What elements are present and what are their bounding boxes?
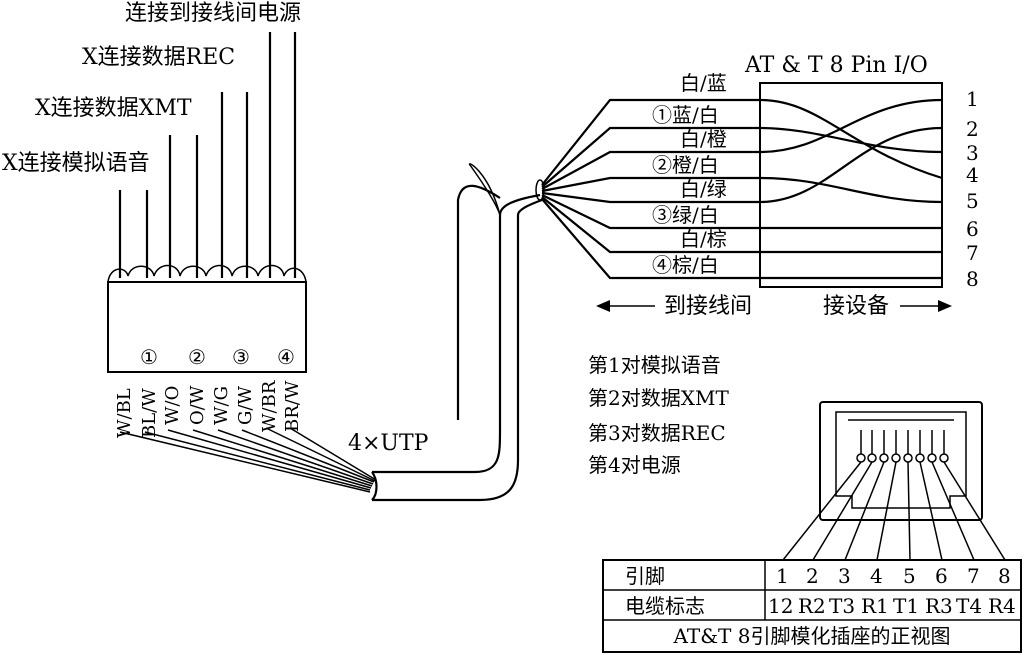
table-pin-6: 6 — [935, 564, 948, 588]
label-data-xmt: X连接数据XMT — [35, 96, 192, 121]
label-data-rec: X连接数据REC — [82, 45, 235, 70]
pair-mark-2: ② — [188, 345, 206, 369]
table-pin-2: 2 — [806, 564, 819, 588]
crossing-wires — [759, 98, 943, 280]
table-cable-mark-7: T4 — [956, 594, 982, 618]
pair-mark-1: ① — [140, 345, 158, 369]
table-cable-mark-2: R2 — [798, 594, 826, 618]
wire-code-bl-w: BL/W — [139, 388, 160, 438]
table-cable-mark-4: R1 — [861, 594, 889, 618]
table-caption: AT&T 8引脚模化插座的正视图 — [673, 624, 951, 648]
wire-code-w-g: W/G — [211, 386, 232, 425]
converging-wires — [119, 427, 377, 493]
pin-number-2: 2 — [966, 117, 979, 141]
table-pin-3: 3 — [838, 564, 851, 588]
wire-code-w-bl: W/BL — [114, 388, 135, 438]
connector-box — [759, 82, 943, 288]
cable-label: 4×UTP — [348, 431, 429, 456]
legend-pair-4: 第4对电源 — [588, 453, 681, 477]
block-bumps — [107, 264, 307, 283]
pin-number-3: 3 — [966, 141, 979, 165]
pin-number-1: 1 — [966, 87, 979, 111]
table-cable-mark-6: R3 — [925, 594, 953, 618]
wire-code-o-w: O/W — [187, 385, 208, 425]
pair-wire-brown-white: ④棕/白 — [652, 253, 719, 277]
wire-code-g-w: G/W — [235, 386, 256, 425]
connector-title: AT & T 8 Pin I/O — [744, 53, 928, 78]
table-pin-5: 5 — [903, 564, 916, 588]
pair-wire-white-blue: 白/蓝 — [680, 71, 727, 95]
label-power: 连接到接线间电源 — [125, 1, 301, 26]
pair-wire-white-brown: 白/棕 — [680, 227, 727, 251]
table-cable-mark-1: 12 — [768, 594, 793, 618]
block-vertical-wires — [118, 32, 297, 278]
pair-wire-white-orange: 白/橙 — [680, 127, 727, 151]
utp-cable — [371, 163, 545, 502]
pin-number-7: 7 — [966, 241, 979, 265]
pair-mark-3: ③ — [232, 345, 250, 369]
pin-number-6: 6 — [966, 217, 979, 241]
pair-wire-white-green: 白/绿 — [680, 177, 727, 201]
legend-pair-1: 第1对模拟语音 — [588, 353, 721, 377]
table-row1-label: 引脚 — [625, 564, 665, 588]
pin-table — [602, 559, 1022, 653]
pair-wire-green-white: ③绿/白 — [652, 203, 719, 227]
direction-to-equipment: 接设备 — [823, 294, 889, 319]
fanout-wires — [541, 98, 760, 280]
connection-block — [107, 281, 307, 373]
pin-number-4: 4 — [966, 163, 979, 187]
direction-to-closet: 到接线间 — [664, 294, 752, 319]
pair-wire-orange-white: ②橙/白 — [652, 153, 719, 177]
jack-front-view — [782, 401, 1006, 561]
table-cable-mark-3: T3 — [829, 594, 855, 618]
label-analog-voice: X连接模拟语音 — [2, 151, 150, 176]
table-row2-label: 电缆标志 — [625, 594, 705, 618]
wire-code-w-o: W/O — [162, 386, 183, 425]
legend-pair-3: 第3对数据REC — [588, 421, 726, 445]
pin-number-5: 5 — [966, 189, 979, 213]
table-pin-1: 1 — [776, 564, 789, 588]
pin-number-8: 8 — [966, 267, 979, 291]
pair-wire-blue-white: ①蓝/白 — [652, 103, 719, 127]
wire-code-w-br: W/BR — [259, 380, 280, 432]
table-cable-mark-8: R4 — [988, 594, 1016, 618]
table-pin-4: 4 — [870, 564, 883, 588]
table-cable-mark-5: T1 — [893, 594, 919, 618]
wire-code-br-w: BR/W — [282, 380, 303, 432]
legend-pair-2: 第2对数据XMT — [588, 386, 729, 410]
table-pin-8: 8 — [998, 564, 1011, 588]
table-pin-7: 7 — [967, 564, 980, 588]
pair-mark-4: ④ — [277, 345, 295, 369]
direction-arrows — [596, 300, 952, 312]
